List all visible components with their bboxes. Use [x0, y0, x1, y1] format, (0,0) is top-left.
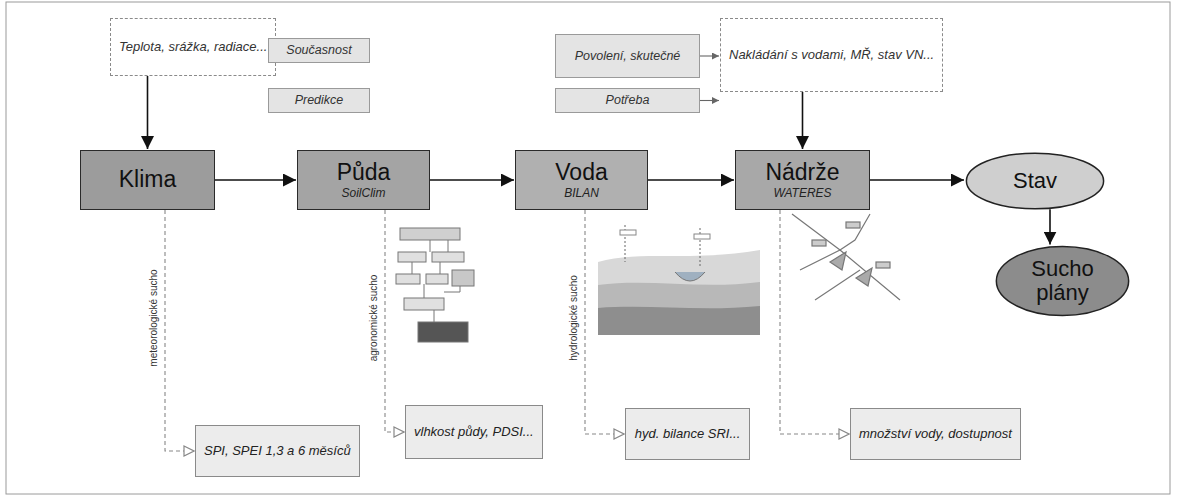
- node-text: Stav: [1013, 169, 1057, 193]
- process-box: NádržeWATERES: [735, 150, 870, 210]
- drought-indicator-link: [385, 210, 404, 432]
- drought-indicator-link: [780, 210, 849, 434]
- model-name: BILAN: [564, 186, 599, 200]
- soil-model-figure: [396, 228, 474, 342]
- input-box: Teplota, srážka, radiace...: [110, 18, 276, 76]
- source-tag: Predikce: [268, 88, 370, 113]
- node-text: hyd. bilance SRI...: [635, 426, 741, 442]
- node-text: Nakládání s vodami, MŘ, stav VN...: [729, 47, 934, 63]
- flow-arrow: [802, 92, 804, 149]
- flow-arrow: [648, 179, 734, 181]
- model-name: SoilClim: [341, 186, 385, 200]
- node-text: Potřeba: [606, 93, 650, 108]
- drought-type-label: hydrologické sucho: [568, 273, 579, 363]
- output-box: hyd. bilance SRI...: [625, 408, 750, 460]
- drought-indicator-link: [585, 210, 624, 434]
- flow-arrow: [700, 100, 719, 101]
- process-box: VodaBILAN: [515, 150, 648, 210]
- drought-type-label: agronomické sucho: [368, 273, 379, 364]
- output-box: množství vody, dostupnost: [850, 408, 1021, 460]
- flow-arrow: [215, 179, 296, 181]
- node-text: Nádrže: [765, 160, 839, 185]
- result-ellipse: Sucho plány: [995, 245, 1130, 317]
- source-tag: Povolení, skutečné: [555, 34, 700, 78]
- process-box: Klima: [80, 150, 215, 210]
- node-text: Voda: [555, 160, 607, 185]
- input-box: Nakládání s vodami, MŘ, stav VN...: [720, 18, 943, 92]
- source-tag: Současnost: [268, 38, 370, 63]
- process-box: PůdaSoilClim: [297, 150, 430, 210]
- node-text: Teplota, srážka, radiace...: [119, 39, 267, 55]
- output-box: SPI, SPEI 1,3 a 6 měsíců: [195, 425, 360, 477]
- output-box: vlhkost půdy, PDSI...: [405, 405, 543, 459]
- node-text: Současnost: [286, 43, 351, 58]
- node-text: vlhkost půdy, PDSI...: [414, 424, 534, 440]
- node-text: Sucho plány: [1023, 257, 1103, 305]
- source-tag: Potřeba: [555, 88, 700, 113]
- model-name: WATERES: [773, 186, 831, 200]
- flow-arrow: [870, 179, 964, 181]
- node-text: SPI, SPEI 1,3 a 6 měsíců: [204, 443, 351, 459]
- frame: [6, 2, 1170, 494]
- flow-arrow: [700, 55, 719, 56]
- node-text: množství vody, dostupnost: [859, 426, 1012, 442]
- flow-arrow: [430, 179, 514, 181]
- hydrology-figure: [598, 225, 760, 335]
- node-text: Predikce: [295, 93, 344, 108]
- flow-arrow: [147, 76, 149, 149]
- drought-indicator-link: [165, 210, 194, 451]
- node-text: Povolení, skutečné: [575, 49, 681, 64]
- reservoir-figure: [792, 214, 900, 300]
- flow-arrow: [1049, 209, 1051, 244]
- node-text: Klima: [119, 167, 177, 192]
- node-text: Půda: [337, 160, 391, 185]
- drought-type-label: meteorologické sucho: [148, 267, 159, 368]
- state-ellipse: Stav: [965, 152, 1105, 210]
